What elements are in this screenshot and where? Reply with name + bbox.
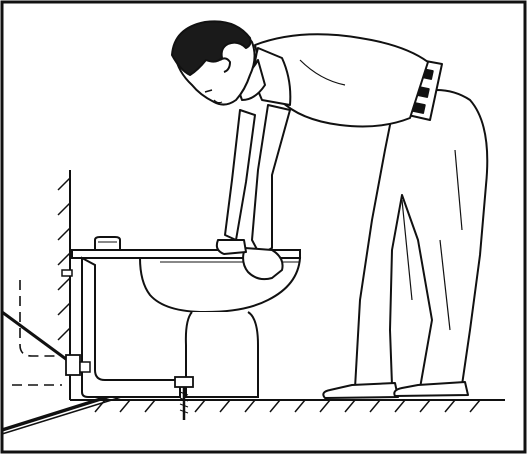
shoe-right [394, 382, 468, 396]
floor [70, 400, 505, 412]
hand-far [217, 240, 246, 254]
shoe-left [323, 383, 398, 398]
arm-far [225, 110, 255, 240]
trousers [355, 90, 487, 388]
hidden-pipe [12, 280, 62, 385]
arm-near [252, 105, 290, 255]
